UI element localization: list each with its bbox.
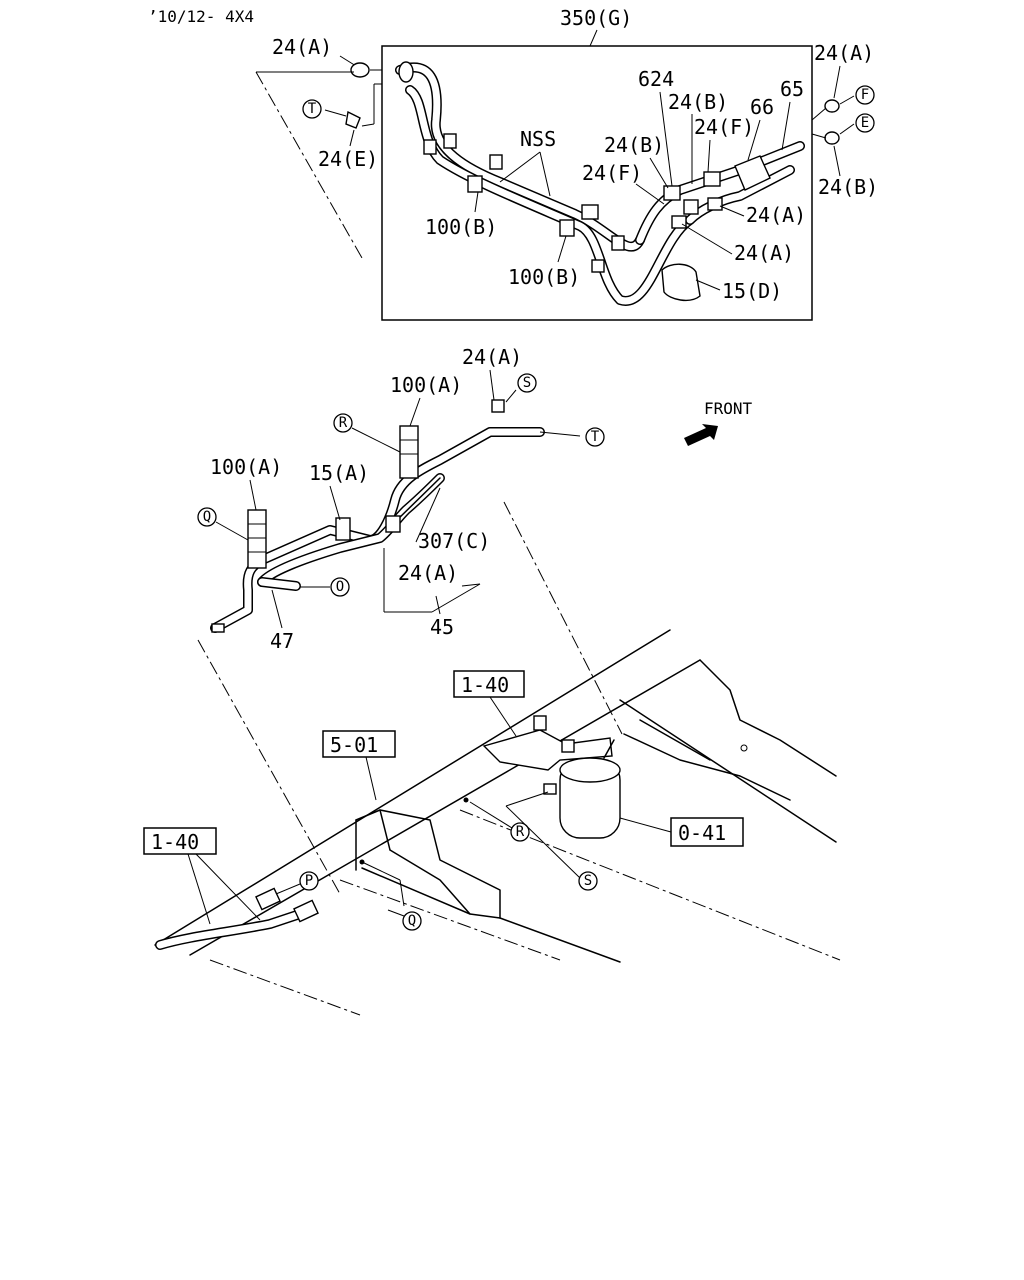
ref-box-0-41: 0-41 (670, 817, 744, 847)
svg-text:S: S (584, 873, 592, 889)
svg-text:1-40: 1-40 (151, 830, 199, 854)
ref-letter-q-left: Q (197, 507, 217, 527)
ref-letter-t-mid: T (585, 427, 605, 447)
callout-24a-low: 24(A) (398, 561, 458, 585)
callout-24a-r2: 24(A) (734, 241, 794, 265)
vehicle-frame (154, 629, 841, 1016)
detail-inset-frame (381, 45, 813, 321)
callout-45: 45 (430, 615, 454, 639)
ref-letter-s-mid: S (517, 373, 537, 393)
model-note: ’10/12- 4X4 (148, 7, 254, 26)
ref-box-1-40-top: 1-40 (453, 670, 525, 698)
svg-text:E: E (861, 115, 869, 131)
callout-24b-tr: 24(B) (818, 175, 878, 199)
callout-24b-a: 24(B) (668, 90, 728, 114)
ref-letter-p-low: P (299, 871, 319, 891)
ref-letter-f-right: F (855, 85, 875, 105)
fuel-filter (482, 715, 621, 839)
callout-47: 47 (270, 629, 294, 653)
callout-nss: NSS (520, 127, 556, 151)
callout-624: 624 (638, 67, 674, 91)
ref-box-5-01: 5-01 (322, 730, 396, 758)
callout-24f-a: 24(F) (694, 115, 754, 139)
callout-100a-left: 100(A) (210, 455, 282, 479)
group-label-350g: 350(G) (560, 6, 632, 30)
ref-letter-q-low: Q (402, 911, 422, 931)
callout-24a-r1: 24(A) (746, 203, 806, 227)
callout-15d: 15(D) (722, 279, 782, 303)
callout-65: 65 (780, 77, 804, 101)
callout-307c: 307(C) (418, 529, 490, 553)
detail-inset: 350(G) NSS 100(B) 100(B) (381, 6, 813, 321)
svg-text:T: T (591, 429, 600, 445)
svg-text:F: F (861, 87, 869, 103)
callout-100b-2: 100(B) (508, 265, 580, 289)
front-label: FRONT (704, 399, 753, 418)
ref-letter-e-right: E (855, 113, 875, 133)
svg-text:T: T (308, 101, 317, 117)
callout-24b-b: 24(B) (604, 133, 664, 157)
svg-text:0-41: 0-41 (678, 821, 726, 845)
callout-100a-mid: 100(A) (390, 373, 462, 397)
callout-24e: 24(E) (318, 147, 378, 171)
pipe-assembly (210, 399, 581, 633)
svg-text:Q: Q (408, 913, 416, 929)
callout-24f-b: 24(F) (582, 161, 642, 185)
svg-text:O: O (336, 579, 344, 595)
front-arrow: FRONT (684, 399, 753, 446)
svg-text:5-01: 5-01 (330, 733, 378, 757)
callout-24a-tr: 24(A) (814, 41, 874, 65)
svg-text:S: S (523, 375, 531, 391)
svg-text:Q: Q (203, 509, 211, 525)
svg-text:P: P (305, 873, 313, 889)
ref-letter-t-left: T (302, 99, 322, 119)
ref-letter-r-mid: R (333, 413, 353, 433)
callout-24a-top: 24(A) (272, 35, 332, 59)
callout-100b-1: 100(B) (425, 215, 497, 239)
ref-box-1-40-left: 1-40 (143, 827, 217, 855)
ref-letter-o-left: O (330, 577, 350, 597)
svg-text:R: R (516, 824, 525, 840)
svg-text:1-40: 1-40 (461, 673, 509, 697)
ref-letter-s-low: S (578, 871, 598, 891)
svg-text:R: R (339, 415, 348, 431)
ref-letter-r-low: R (510, 822, 530, 842)
callout-24a-mid: 24(A) (462, 345, 522, 369)
callout-15a: 15(A) (309, 461, 369, 485)
front-arrow-icon (684, 424, 718, 446)
callout-66: 66 (750, 95, 774, 119)
